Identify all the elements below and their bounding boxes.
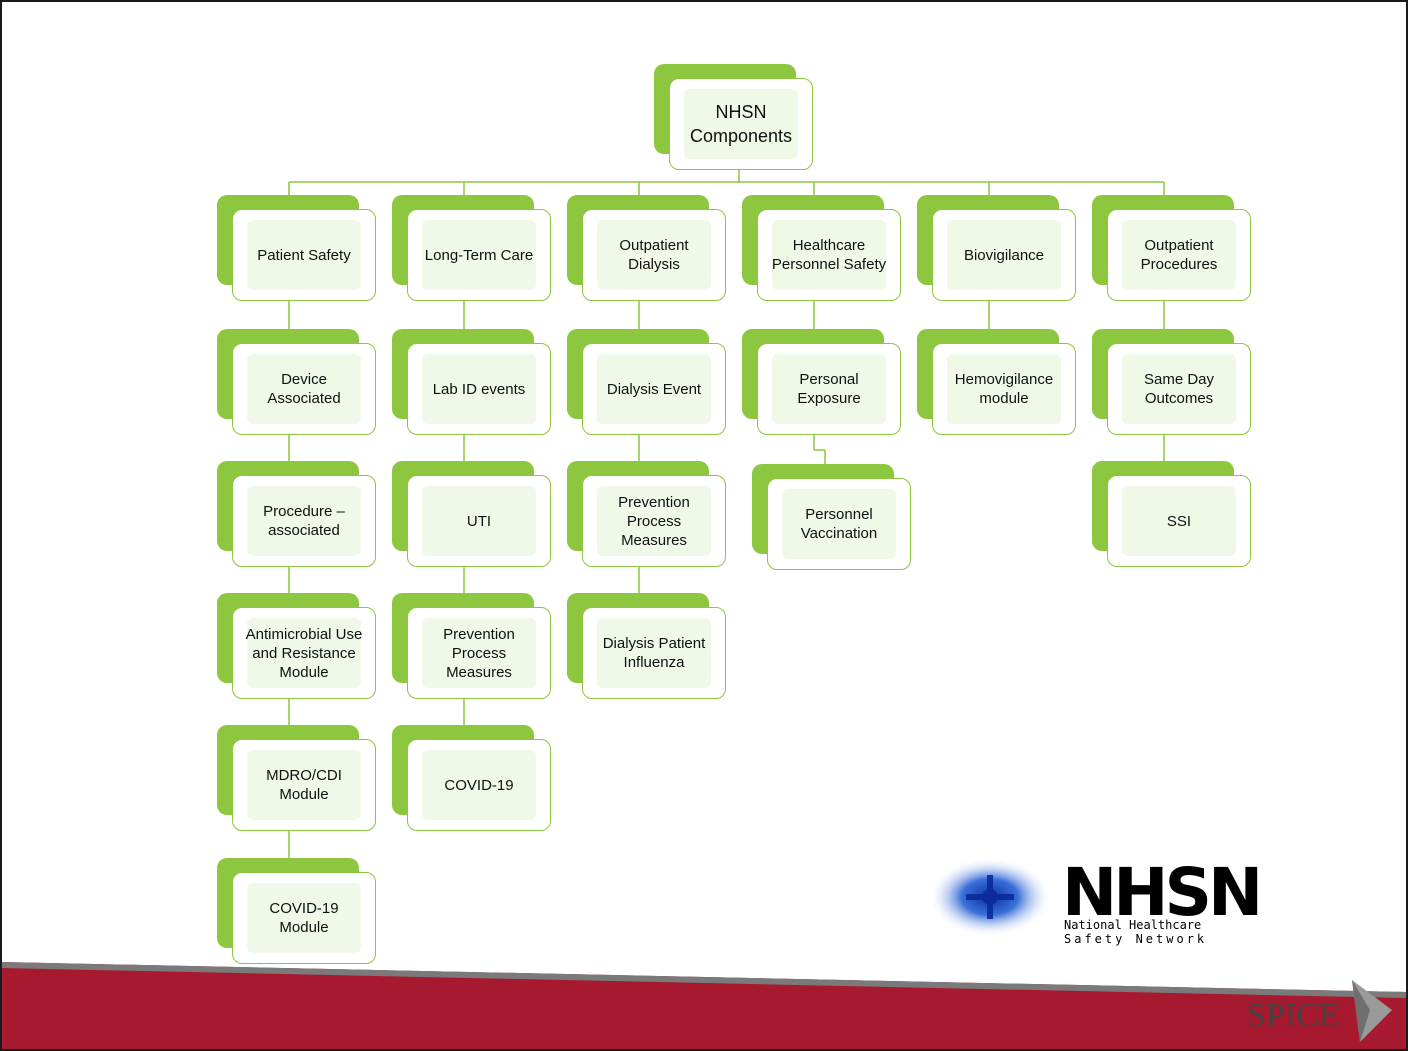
- node-label: Dialysis Patient Influenza: [602, 635, 706, 671]
- node-label: COVID-19: [444, 776, 514, 794]
- node-label: Patient Safety: [257, 246, 351, 264]
- node-label: COVID-19 Module: [269, 900, 339, 936]
- node-label: Lab ID events: [432, 380, 526, 398]
- node-label: Antimicrobial Use and Resistance Module: [245, 625, 363, 681]
- svg-text:NHSN: NHSN: [1062, 857, 1259, 931]
- node-label: Outpatient Dialysis: [619, 237, 689, 273]
- node-label: Personnel Vaccination: [800, 506, 878, 542]
- svg-text:National Healthcare: National Healthcare: [1064, 918, 1201, 932]
- node-label: Prevention Process Measures: [443, 625, 515, 681]
- node-label: Outpatient Procedures: [1140, 237, 1218, 273]
- spice-brand: SPICE: [1247, 997, 1340, 1034]
- svg-text:Safety Network: Safety Network: [1064, 932, 1207, 946]
- nhsn-logo: NHSN National Healthcare Safety Network: [930, 857, 1263, 946]
- node-label: UTI: [466, 512, 492, 530]
- node-label: Dialysis Event: [606, 380, 702, 398]
- node-label: Biovigilance: [963, 246, 1045, 264]
- node-label: Long-Term Care: [424, 246, 534, 264]
- node-label: Procedure – associated: [263, 503, 345, 539]
- node-label: Prevention Process Measures: [618, 493, 690, 549]
- node-label: SSI: [1166, 512, 1192, 530]
- node-label: Healthcare Personnel Safety: [771, 237, 887, 273]
- node-label: Device Associated: [267, 371, 341, 407]
- spice-logo-mark: [1352, 980, 1392, 1042]
- node-label: Same Day Outcomes: [1143, 371, 1215, 407]
- footer-band: [2, 962, 1406, 1049]
- node-label: NHSN Components: [689, 102, 793, 146]
- node-label: Hemovigilance module: [954, 371, 1054, 407]
- node-label: Personal Exposure: [797, 371, 861, 407]
- node-label: MDRO/CDI Module: [266, 767, 342, 803]
